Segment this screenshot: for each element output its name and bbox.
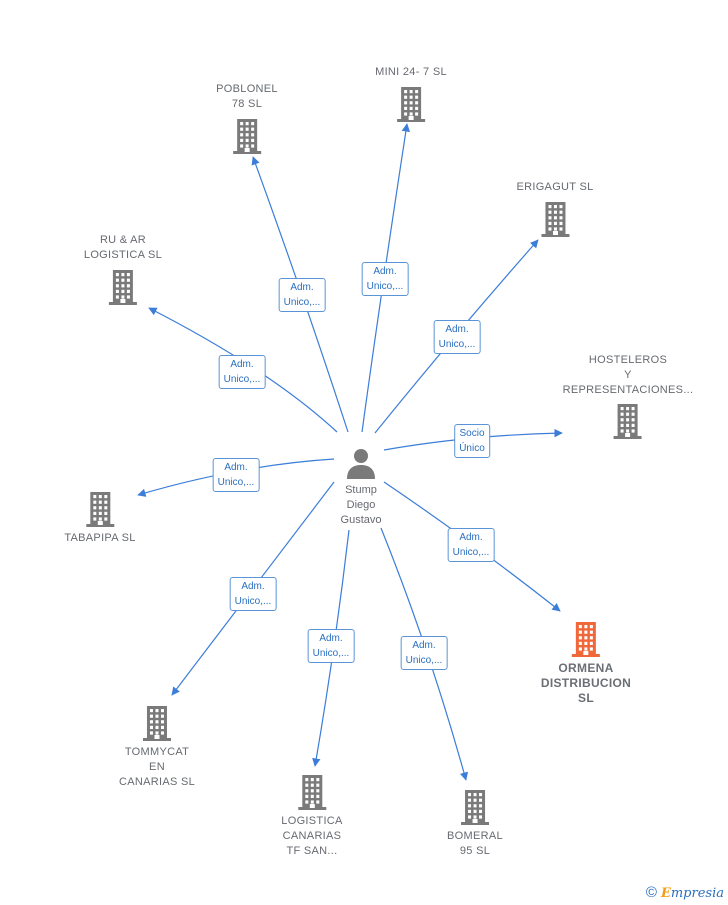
company-name[interactable]: ERIGAGUT SL: [516, 181, 594, 193]
company-name[interactable]: TABAPIPA SL: [64, 532, 136, 544]
relation-label-erigagut[interactable]: Adm.Unico,...: [433, 320, 481, 354]
company-node-mini247[interactable]: MINI 24- 7 SL: [375, 65, 447, 122]
empresia-brand: © Empresia: [645, 884, 724, 901]
relation-label-poblonel[interactable]: Adm.Unico,...: [278, 278, 326, 312]
building-icon[interactable]: [396, 86, 426, 122]
company-name[interactable]: MINI 24- 7 SL: [375, 66, 447, 78]
relation-label-tommycat[interactable]: Adm.Unico,...: [229, 577, 277, 611]
relation-label-ormena[interactable]: Adm.Unico,...: [447, 528, 495, 562]
building-icon[interactable]: [85, 491, 115, 527]
center-person-name[interactable]: Stump Diego Gustavo: [340, 484, 382, 526]
building-icon[interactable]: [460, 789, 490, 825]
building-icon[interactable]: [571, 621, 601, 657]
building-icon[interactable]: [142, 705, 172, 741]
relation-label-bomeral[interactable]: Adm.Unico,...: [400, 636, 448, 670]
company-node-tabapipa[interactable]: TABAPIPA SL: [64, 491, 135, 546]
relation-label-tabapipa[interactable]: Adm.Unico,...: [212, 458, 260, 492]
person-icon[interactable]: [345, 447, 377, 479]
relation-label-ruar[interactable]: Adm.Unico,...: [218, 355, 266, 389]
building-icon[interactable]: [613, 403, 643, 439]
building-icon[interactable]: [232, 118, 262, 154]
relation-label-logistica[interactable]: Adm.Unico,...: [307, 629, 355, 663]
company-node-erigagut[interactable]: ERIGAGUT SL: [516, 180, 593, 237]
relation-label-mini247[interactable]: Adm.Unico,...: [361, 262, 409, 296]
building-icon[interactable]: [108, 269, 138, 305]
building-icon[interactable]: [540, 201, 570, 237]
copyright-icon: ©: [645, 884, 657, 901]
building-icon[interactable]: [297, 774, 327, 810]
